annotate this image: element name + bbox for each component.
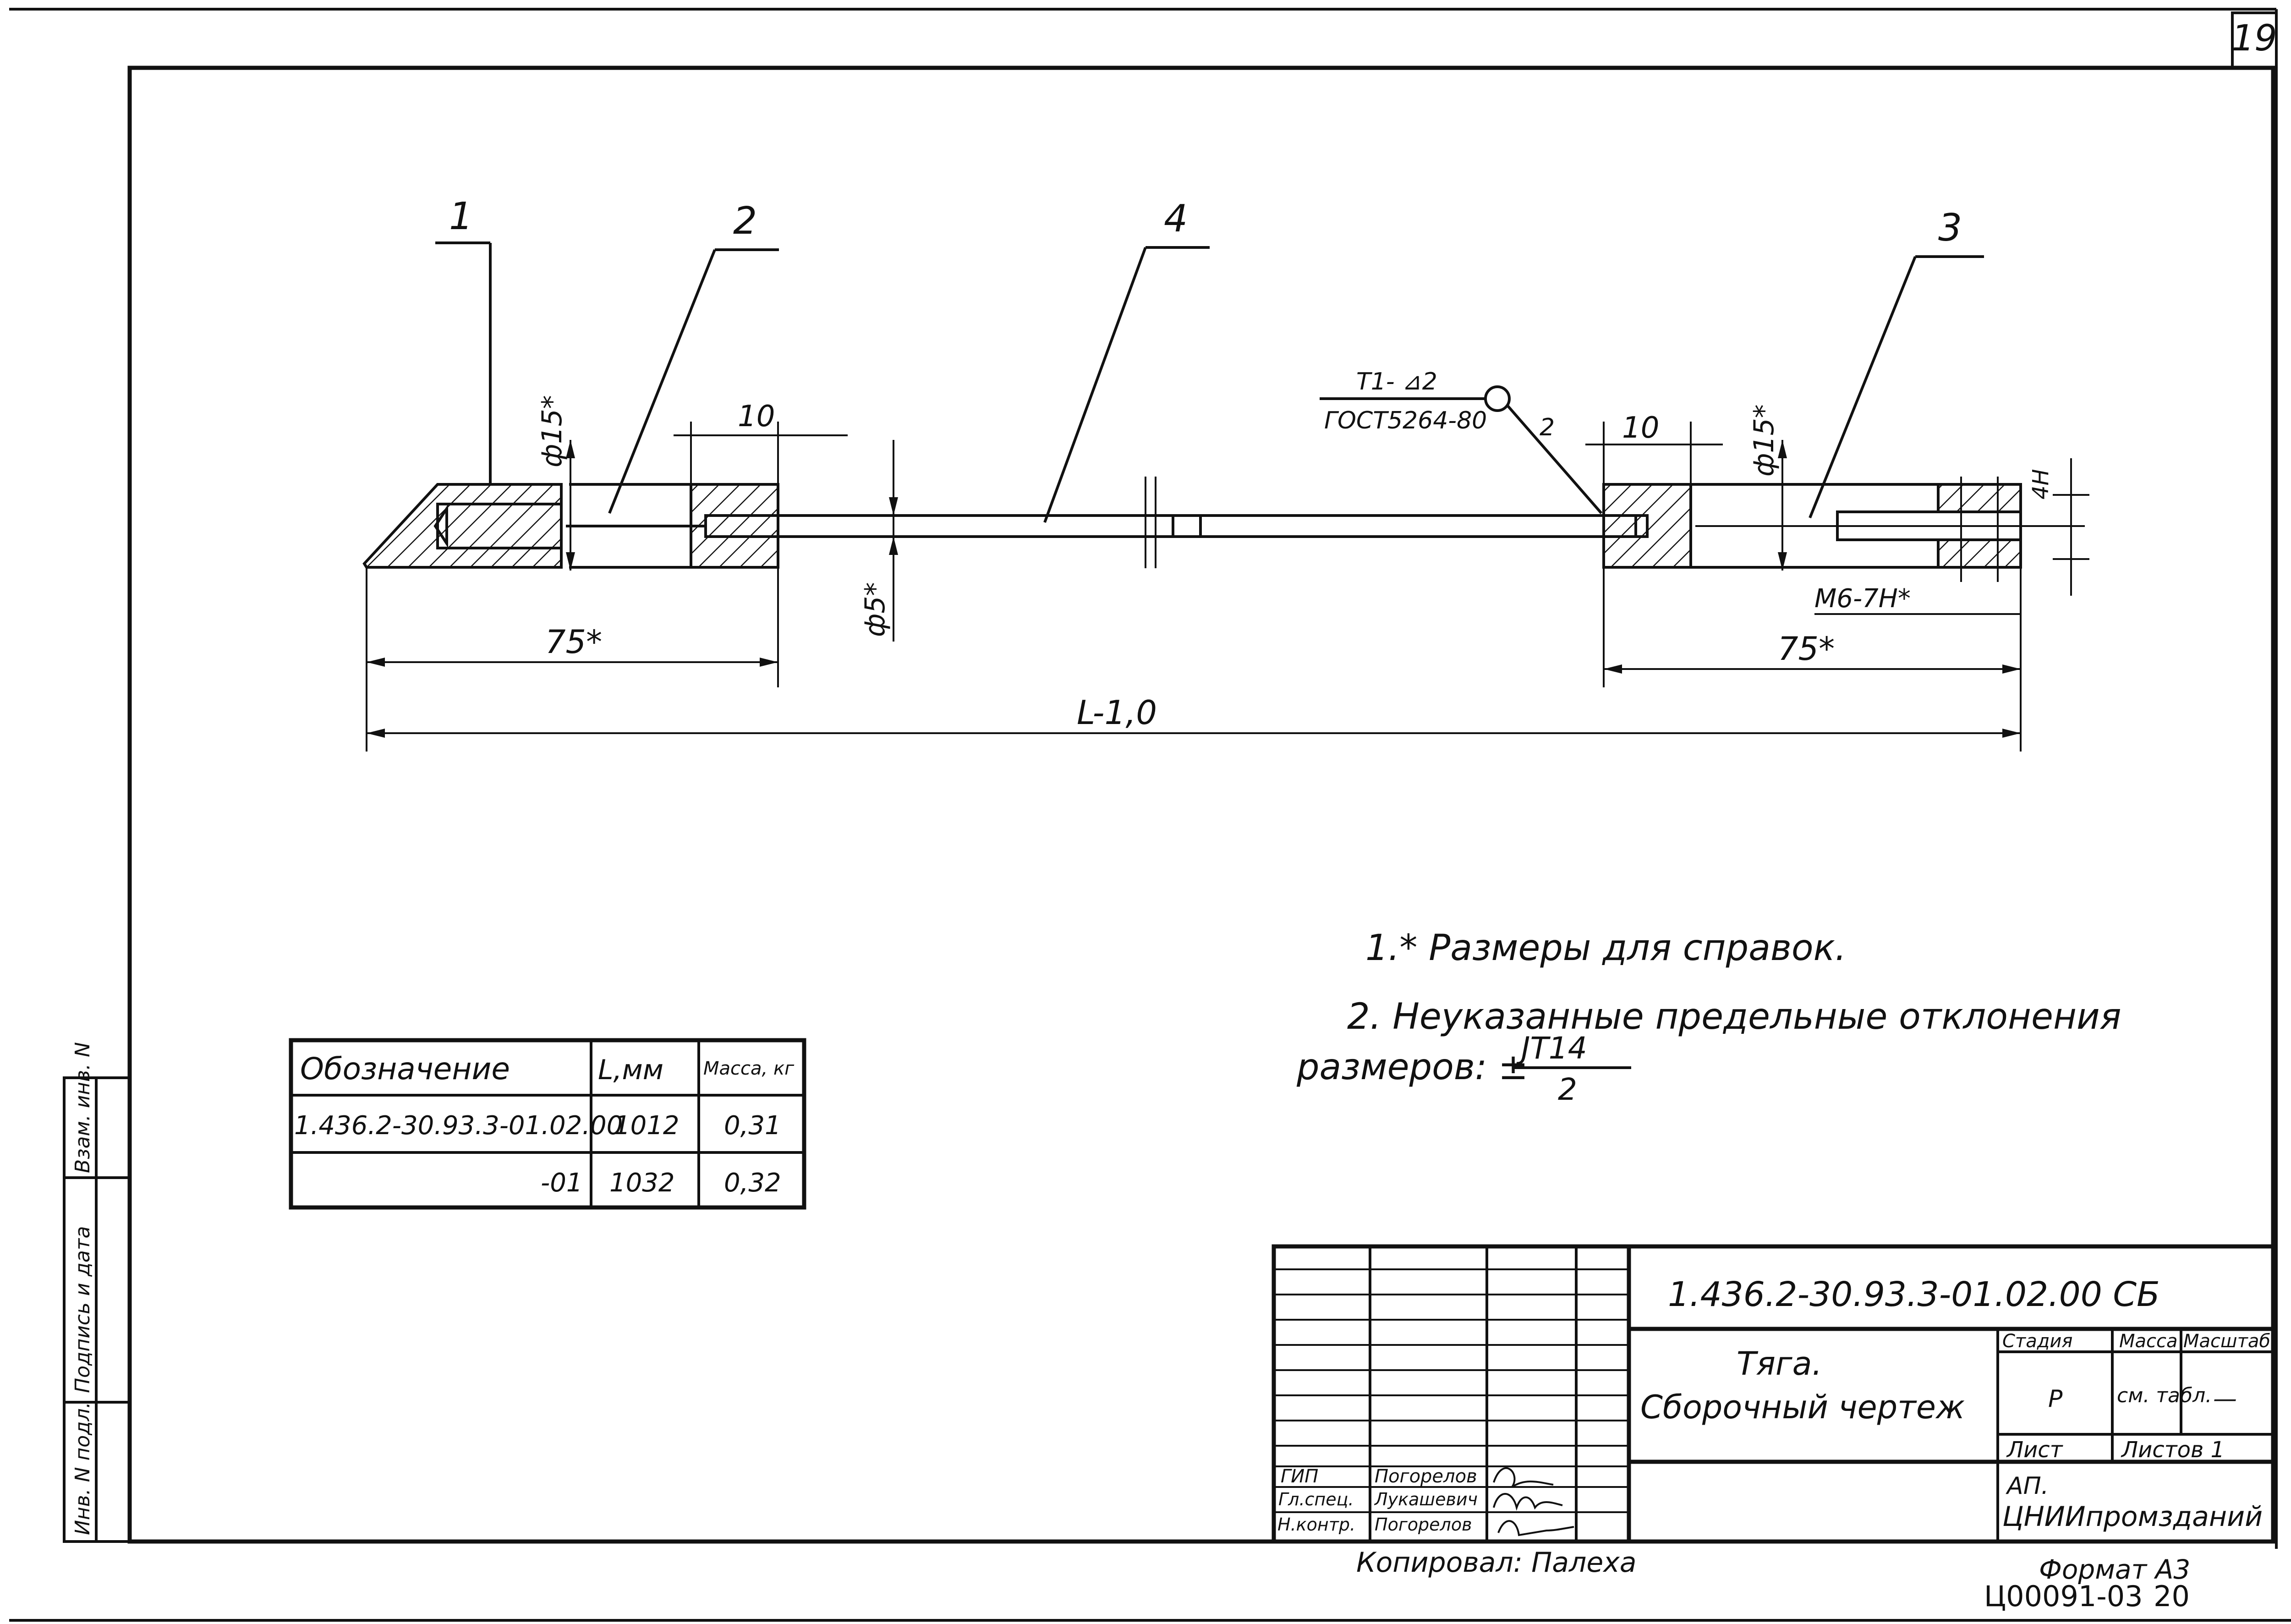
part-3-fork-pin-bottom xyxy=(1937,538,2022,569)
title-scale-value: — xyxy=(2213,1385,2237,1413)
weld-symbol-standard: ГОСТ5264-80 xyxy=(1324,407,1487,434)
role-1: ГИП xyxy=(1281,1466,1318,1487)
dim-dia15-left: ф15* xyxy=(536,395,568,467)
sheet-frame xyxy=(9,8,2291,1622)
title-stage-value: Р xyxy=(2048,1385,2063,1413)
weld-symbol-leg: 2 xyxy=(1540,414,1555,441)
table-row2-designation: -01 xyxy=(541,1168,582,1198)
title-mass-value: см. табл. xyxy=(2117,1384,2212,1407)
note-2-fraction-num: JT14 xyxy=(1516,1031,1587,1066)
part-3-fork-pin-top xyxy=(1937,483,2022,513)
callout-4: 4 xyxy=(1164,197,1188,241)
title-name-line2: Сборочный чертеж xyxy=(1640,1388,1965,1426)
table-header-length: L,мм xyxy=(598,1054,663,1086)
side-stamp-sign: Подпись и дата xyxy=(71,1226,94,1393)
title-org-line2: ЦНИИпромзданий xyxy=(2002,1501,2263,1533)
note-2-line2: размеров: ± xyxy=(1296,1047,1528,1088)
title-stage-header: Стадия xyxy=(2002,1331,2072,1352)
table-row1-mass: 0,31 xyxy=(724,1111,781,1141)
role-3-name: Погорелов xyxy=(1375,1514,1472,1535)
table-row2-length: 1032 xyxy=(609,1168,675,1198)
role-2-name: Лукашевич xyxy=(1374,1489,1478,1509)
callout-2: 2 xyxy=(733,199,757,243)
dim-75-right: 75* xyxy=(1778,630,1835,668)
role-2: Гл.спец. xyxy=(1278,1489,1354,1509)
variants-table xyxy=(289,1038,806,1210)
rod-assembly xyxy=(362,477,2085,582)
title-org-line1: АП. xyxy=(2006,1472,2049,1500)
title-name-line1: Тяга. xyxy=(1737,1345,1822,1383)
weld-symbol-top: Т1- ⊿2 xyxy=(1356,368,1437,395)
role-3: Н.контр. xyxy=(1277,1514,1355,1535)
table-row2-mass: 0,32 xyxy=(724,1168,781,1198)
dim-75-left: 75* xyxy=(545,623,602,661)
title-scale-header: Масштаб xyxy=(2183,1331,2270,1352)
note-1: 1.* Размеры для справок. xyxy=(1365,927,1847,969)
note-2-line1: 2. Неуказанные предельные отклонения xyxy=(1347,996,2121,1037)
side-stamp-replace: Взам. инв. N xyxy=(71,1042,94,1173)
title-sheet-label: Лист xyxy=(2006,1437,2064,1463)
role-1-name: Погорелов xyxy=(1375,1466,1477,1487)
dimension-lines xyxy=(366,422,2089,752)
table-header-mass: Масса, кг xyxy=(703,1058,795,1079)
archive-sheet: 20 xyxy=(2154,1580,2190,1613)
side-stamp-inv: Инв. N подл. xyxy=(71,1402,94,1535)
title-block xyxy=(1272,1244,2275,1544)
side-stamp xyxy=(63,1076,131,1543)
page-number: 19 xyxy=(2231,18,2277,59)
part-4-rod xyxy=(704,514,1202,538)
title-designation: 1.436.2-30.93.3-01.02.00 СБ xyxy=(1668,1275,2160,1314)
part-1-end-fitting xyxy=(362,483,563,569)
table-row1-length: 1012 xyxy=(614,1111,680,1141)
table-row1-designation: 1.436.2-30.93.3-01.02.00 xyxy=(294,1111,623,1141)
title-sheets-label: Листов 1 xyxy=(2121,1437,2225,1463)
table-header-designation: Обозначение xyxy=(300,1051,510,1086)
dim-total-L: L-1,0 xyxy=(1077,693,1157,732)
callout-leaders xyxy=(435,241,1984,523)
dim-10-left: 10 xyxy=(738,400,775,433)
callout-3: 3 xyxy=(1938,206,1962,250)
dim-dia15-right: ф15* xyxy=(1748,404,1780,477)
dim-slot: 4Н xyxy=(2028,469,2054,499)
callout-1: 1 xyxy=(449,195,473,238)
note-2-fraction-den: 2 xyxy=(1558,1072,1577,1107)
dim-dia5: ф5* xyxy=(859,582,891,637)
dim-10-right: 10 xyxy=(1622,411,1659,445)
title-mass-header: Масса xyxy=(2119,1331,2178,1352)
weld-symbol xyxy=(1320,385,1603,514)
format-label: Формат А3 xyxy=(2039,1554,2190,1585)
archive-number: Ц00091-03 xyxy=(1984,1580,2143,1613)
signatures xyxy=(1493,1465,1574,1536)
dim-thread: М6-7Н* xyxy=(1814,584,1911,614)
copied-by: Копировал: Палеха xyxy=(1356,1547,1637,1579)
